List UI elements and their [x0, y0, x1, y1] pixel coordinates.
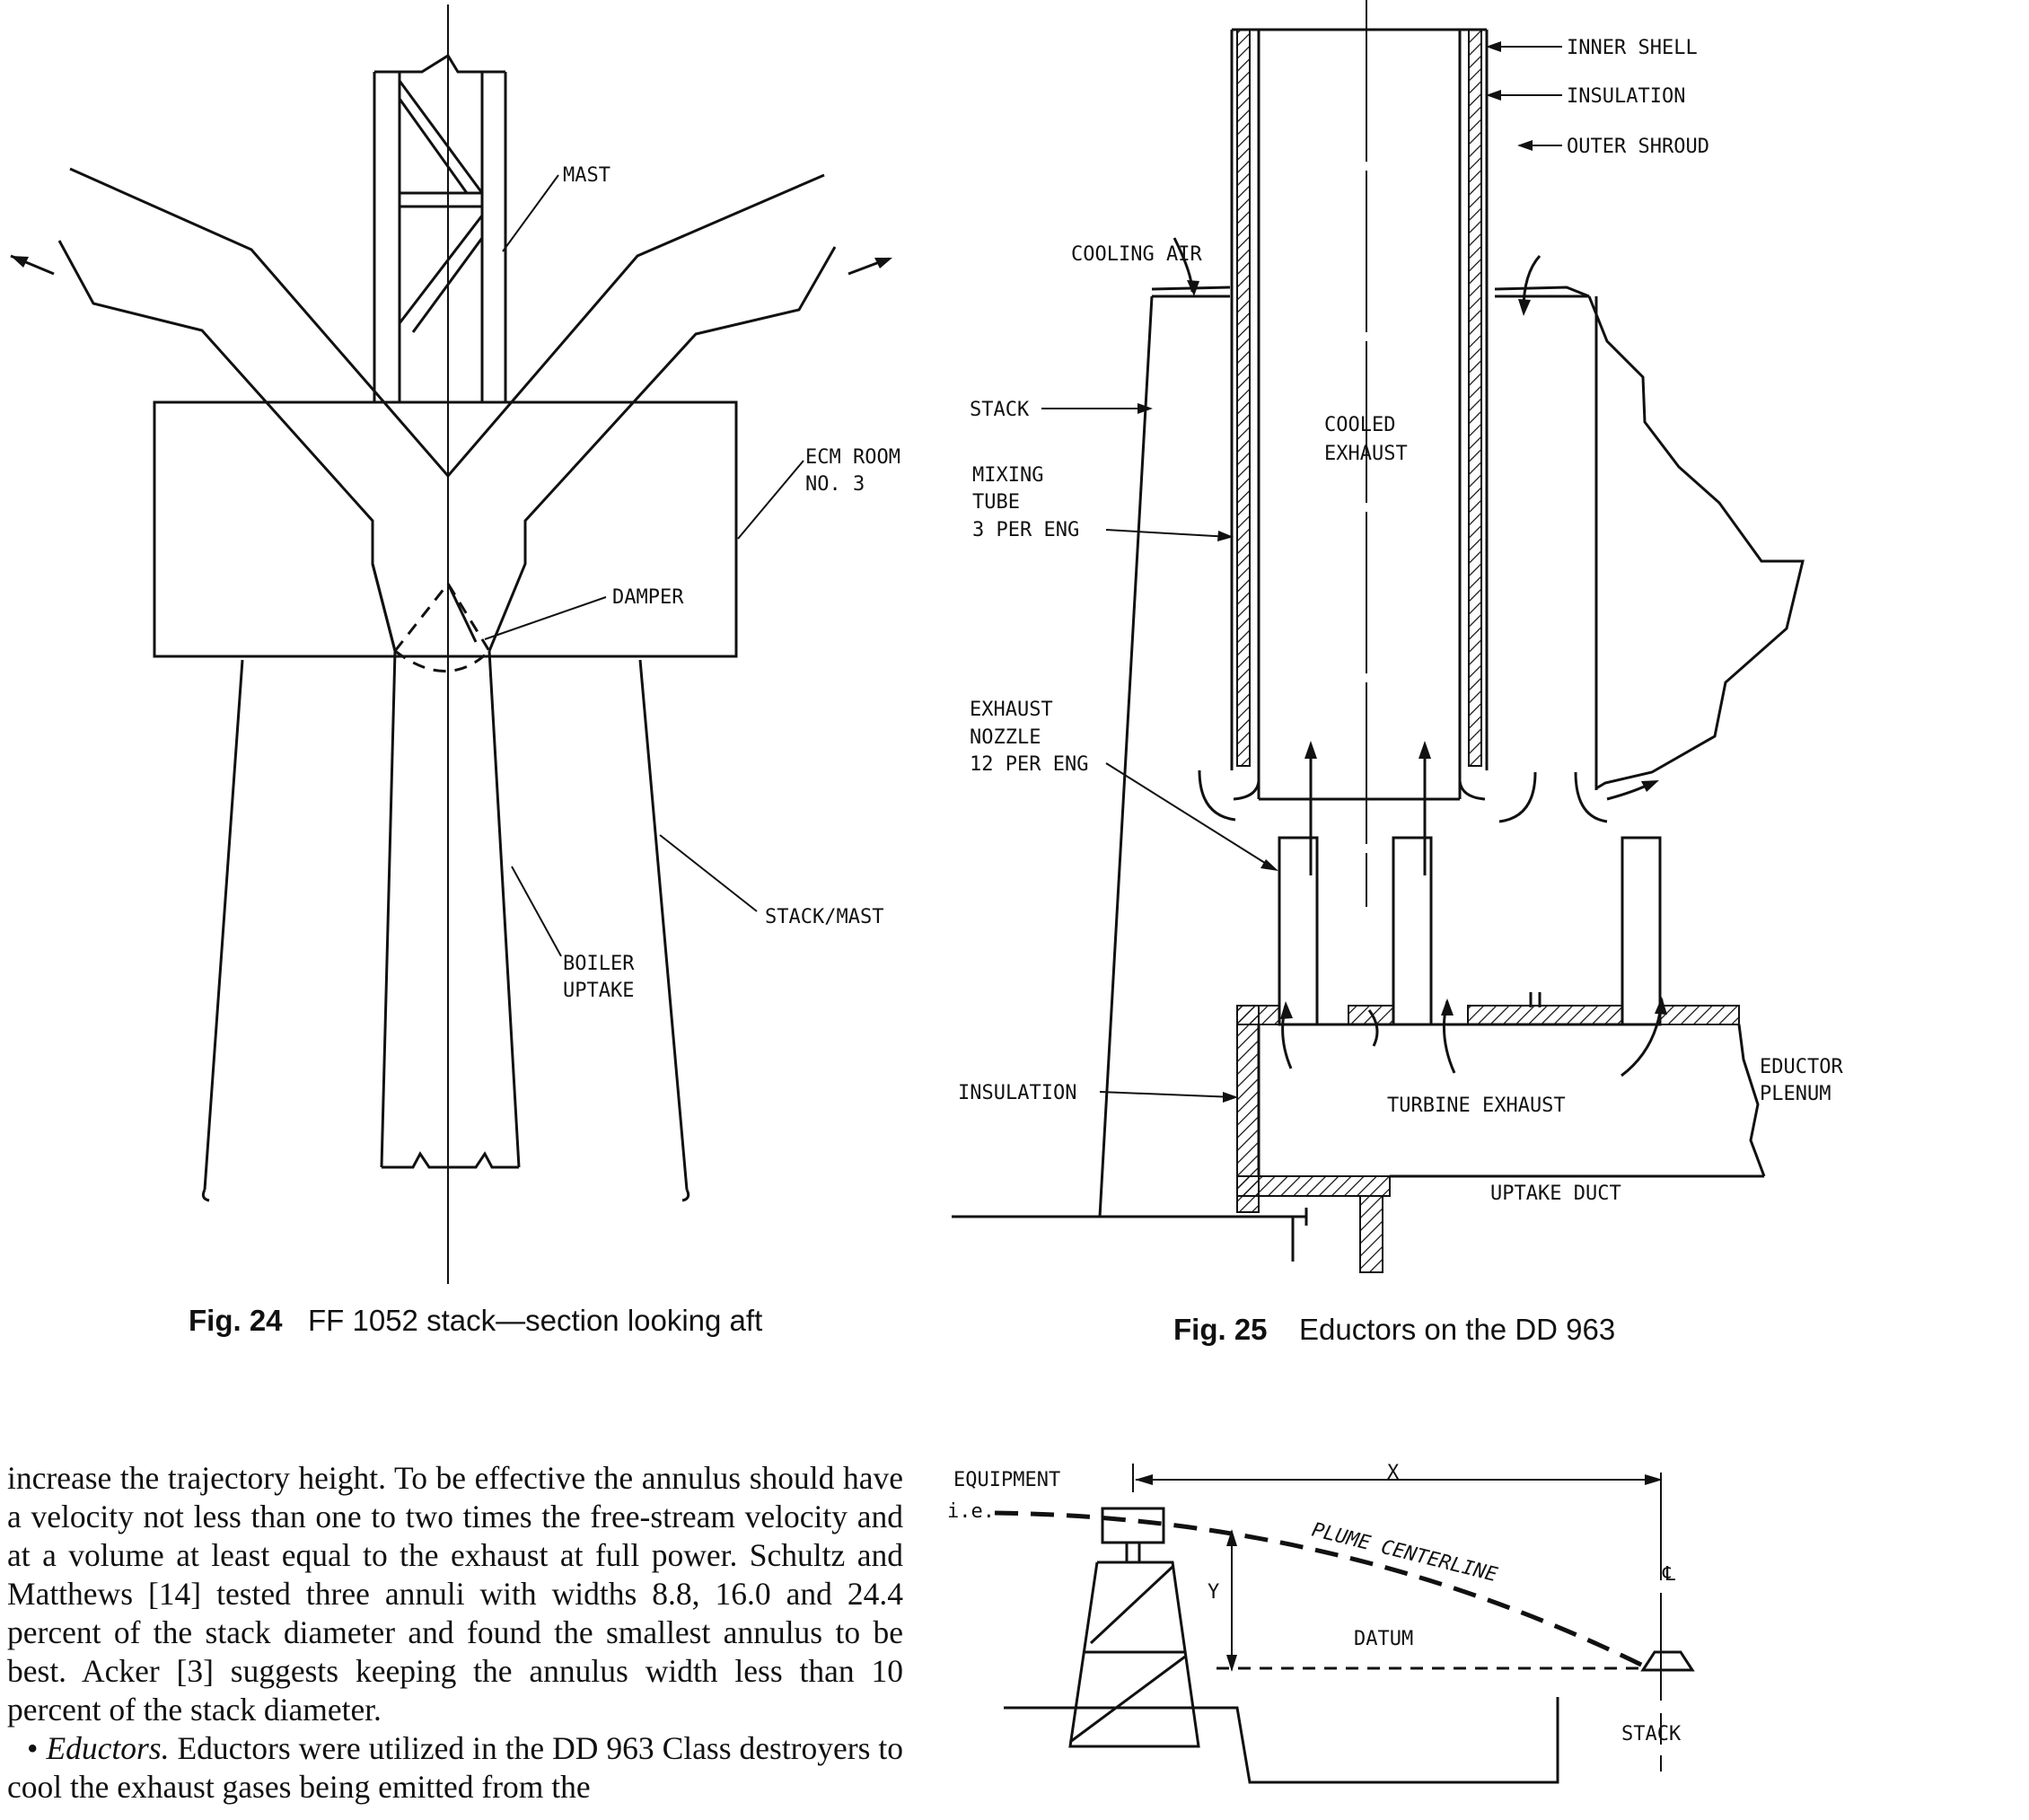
fig24-caption-text: FF 1052 stack—section looking aft: [308, 1304, 762, 1337]
fig25-label-eductor-2: PLENUM: [1760, 1083, 1831, 1105]
fig24-boiler-uptake: [380, 650, 521, 1169]
fig24-caption-number: Fig. 24: [189, 1304, 283, 1337]
fig25-label-stack: STACK: [970, 399, 1030, 421]
fig24-label-mast: MAST: [563, 164, 610, 187]
fig24-labels: MAST ECM ROOM NO. 3 DAMPER STACK/MAST BO…: [189, 164, 900, 1337]
paragraph-eductors: • Eductors. Eductors were utilized in th…: [7, 1729, 903, 1807]
fig25-label-mixing-1: MIXING: [972, 464, 1043, 487]
fig24-label-ecm-1: ECM ROOM: [805, 446, 900, 469]
fig26-label-ie: i.e.: [947, 1500, 995, 1523]
fig25-label-turbine-exhaust: TURBINE EXHAUST: [1387, 1095, 1566, 1117]
eductors-term: Eductors.: [46, 1730, 170, 1766]
fig25-flow-arrows: [1173, 237, 1667, 1077]
body-text: increase the trajectory height. To be ef…: [7, 1459, 903, 1807]
bullet: •: [27, 1730, 39, 1766]
fig25-labels: INNER SHELL INSULATION OUTER SHROUD COOL…: [958, 37, 1843, 1346]
fig24-uptake-arms: [10, 167, 892, 673]
fig24-diagram: [10, 4, 892, 1284]
fig25-stack: [1098, 286, 1805, 1218]
fig24-ecm-room: [153, 400, 738, 658]
fig25-label-insulation-top: INSULATION: [1567, 85, 1685, 108]
fig24-label-ecm-2: NO. 3: [805, 473, 865, 496]
fig25-left-wall: [1236, 29, 1251, 767]
fig26-label-y: Y: [1208, 1581, 1219, 1604]
fig24-label-damper: DAMPER: [612, 586, 684, 609]
fig26-label-cl: ℄: [1662, 1563, 1676, 1586]
fig24-label-boiler-1: BOILER: [563, 953, 635, 975]
fig25-caption-number: Fig. 25: [1173, 1313, 1268, 1346]
fig25-label-cooled-1: COOLED: [1324, 414, 1395, 436]
fig25-nozzles: [1278, 836, 1662, 1026]
fig25-leaders: [1041, 41, 1562, 1103]
fig25-label-nozzle-3: 12 PER ENG: [970, 753, 1088, 776]
fig24-stack-mast: [201, 659, 690, 1202]
fig25-label-mixing-2: TUBE: [972, 491, 1020, 514]
fig24-mast: [373, 53, 507, 402]
fig25-caption-text: Eductors on the DD 963: [1299, 1313, 1615, 1346]
fig25-label-nozzle-2: NOZZLE: [970, 726, 1041, 749]
paragraph-eductors-rest: Eductors were utilized in the DD 963 Cla…: [7, 1730, 904, 1805]
fig24-label-stack-mast: STACK/MAST: [765, 906, 883, 928]
fig24-label-boiler-2: UPTAKE: [563, 980, 634, 1002]
fig25-label-eductor-1: EDUCTOR: [1760, 1056, 1843, 1078]
fig25-label-nozzle-1: EXHAUST: [970, 699, 1053, 721]
fig25-label-outer-shroud: OUTER SHROUD: [1567, 136, 1709, 158]
fig25-label-inner-shell: INNER SHELL: [1567, 37, 1698, 59]
fig25-label-uptake-duct: UPTAKE DUCT: [1490, 1183, 1621, 1205]
fig26-label-stack: STACK: [1621, 1723, 1682, 1745]
fig25-label-mixing-3: 3 PER ENG: [972, 519, 1079, 541]
fig26-label-x: X: [1387, 1462, 1400, 1484]
fig26-equipment-box: [1101, 1507, 1165, 1544]
fig26-labels: EQUIPMENT i.e. X Y PLUME CENTERLINE DATU…: [947, 1462, 1682, 1745]
fig26-plume-curve: [994, 1510, 1654, 1673]
fig25-label-cooled-2: EXHAUST: [1324, 443, 1408, 465]
fig25-right-wall: [1468, 29, 1482, 767]
fig26-label-equipment: EQUIPMENT: [953, 1469, 1060, 1491]
fig25-label-cooling-air: COOLING AIR: [1071, 243, 1202, 266]
paragraph-annulus: increase the trajectory height. To be ef…: [7, 1460, 903, 1728]
fig25-diagram: [952, 0, 1805, 1273]
fig25-label-insulation-bottom: INSULATION: [958, 1082, 1076, 1104]
fig26-diagram: [994, 1464, 1695, 1784]
fig26-label-plume: PLUME CENTERLINE: [1310, 1519, 1500, 1587]
fig26-label-datum: DATUM: [1354, 1628, 1413, 1650]
